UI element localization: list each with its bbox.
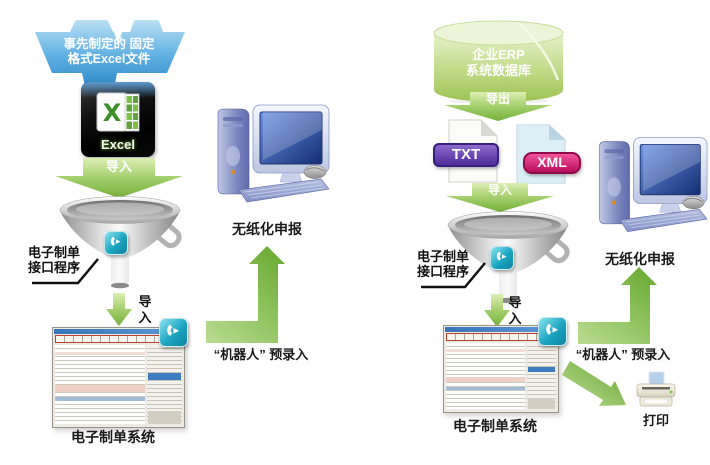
interface-label-line1: 电子制单 [28, 245, 81, 260]
app-logo-icon [496, 251, 507, 261]
app-logo-icon [167, 324, 180, 336]
down-arrow-icon [444, 92, 552, 121]
txt-label: TXT [433, 143, 499, 167]
import-small-label-left: 导 入 [136, 294, 154, 326]
down-arrow-icon [106, 293, 132, 326]
system-label-right: 电子制单系统 [453, 418, 537, 434]
printer-icon [636, 371, 676, 407]
import-char-1: 导 [508, 295, 522, 310]
form-pink-band [446, 376, 525, 382]
excel-icon-label: Excel [101, 137, 135, 152]
form-main-area [55, 345, 146, 424]
xml-label: XML [523, 152, 581, 174]
svg-text:X: X [103, 99, 122, 127]
import-arrow-label: 导入 [105, 159, 132, 174]
excel-logo-icon: X [96, 92, 140, 132]
desktop-computer-left [203, 104, 331, 212]
form-pink-band [55, 385, 146, 392]
robot-label-left: “机器人” 预录入 [213, 347, 309, 362]
app-logo-icon [546, 323, 559, 335]
excel-banner: 事先制定的 固定 格式Excel文件 [33, 18, 185, 88]
robot-arrow-left [206, 246, 285, 343]
interface-label-line2: 接口程序 [417, 263, 470, 279]
import-char-2: 入 [508, 311, 522, 326]
form-highlight-row [55, 352, 146, 356]
database-line2: 系统数据库 [465, 63, 531, 78]
callout-line-left [32, 258, 99, 285]
form-highlight-row [446, 348, 525, 352]
import-arrow-small-left [106, 293, 132, 326]
export-arrow: 导出 [444, 92, 552, 121]
form-main-area [446, 343, 525, 409]
down-arrow-icon [446, 183, 554, 212]
down-arrow-icon [55, 158, 183, 198]
interface-program-label-right: 电子制单 接口程序 [417, 249, 470, 279]
form-sidebar-header [148, 373, 181, 380]
database-text: 企业ERP 系统数据库 [432, 47, 565, 79]
import-arrow-small-right [484, 294, 510, 327]
banner-line2: 格式Excel文件 [67, 52, 151, 66]
import-arrow-label: 导入 [487, 183, 512, 197]
app-logo-badge-shot-right [538, 317, 567, 346]
import-small-label-right: 导 入 [506, 295, 524, 327]
form-sidebar [147, 345, 182, 424]
database-line1: 企业ERP [472, 47, 525, 62]
robot-label-right: “机器人” 预录入 [575, 347, 671, 362]
computer-icon [599, 137, 708, 232]
computer-icon [217, 104, 330, 203]
paperless-label-left: 无纸化申报 [232, 221, 302, 237]
import-arrow-right: 导入 [446, 183, 554, 212]
banner-line1: 事先制定的 固定 [63, 37, 155, 51]
form-blue-band [55, 397, 146, 402]
interface-program-label-left: 电子制单 接口程序 [28, 245, 81, 275]
banner-ribbon-shape [35, 20, 185, 86]
form-sidebar-header [527, 366, 555, 373]
desktop-computer-right [585, 136, 709, 242]
form-titlebar [445, 327, 557, 332]
form-note-area [527, 397, 555, 409]
import-char-2: 入 [138, 310, 152, 325]
form-screenshot-right [443, 325, 559, 413]
callout-line-right [421, 262, 486, 289]
robot-arrow-right [578, 267, 657, 344]
form-sidebar [526, 343, 556, 409]
app-logo-badge-funnel-right [490, 246, 514, 270]
down-arrow-icon [484, 294, 510, 327]
form-blue-band [446, 386, 525, 390]
app-logo-badge-funnel-left [104, 231, 128, 255]
interface-label-line2: 接口程序 [28, 259, 81, 275]
print-label: 打印 [642, 413, 669, 428]
paperless-label-right: 无纸化申报 [605, 251, 675, 267]
interface-label-line1: 电子制单 [417, 249, 470, 264]
app-logo-badge-shot-left [159, 318, 188, 347]
excel-file-icon: X Excel [81, 82, 155, 157]
form-note-area [148, 410, 181, 424]
import-char-1: 导 [138, 294, 152, 309]
export-arrow-label: 导出 [485, 92, 510, 106]
form-titlebar [54, 329, 183, 334]
import-arrow-left: 导入 [55, 158, 183, 198]
app-logo-icon [110, 236, 121, 246]
print-arrow [562, 361, 626, 406]
system-label-left: 电子制单系统 [71, 429, 155, 445]
banner-text: 事先制定的 固定 格式Excel文件 [33, 37, 185, 67]
